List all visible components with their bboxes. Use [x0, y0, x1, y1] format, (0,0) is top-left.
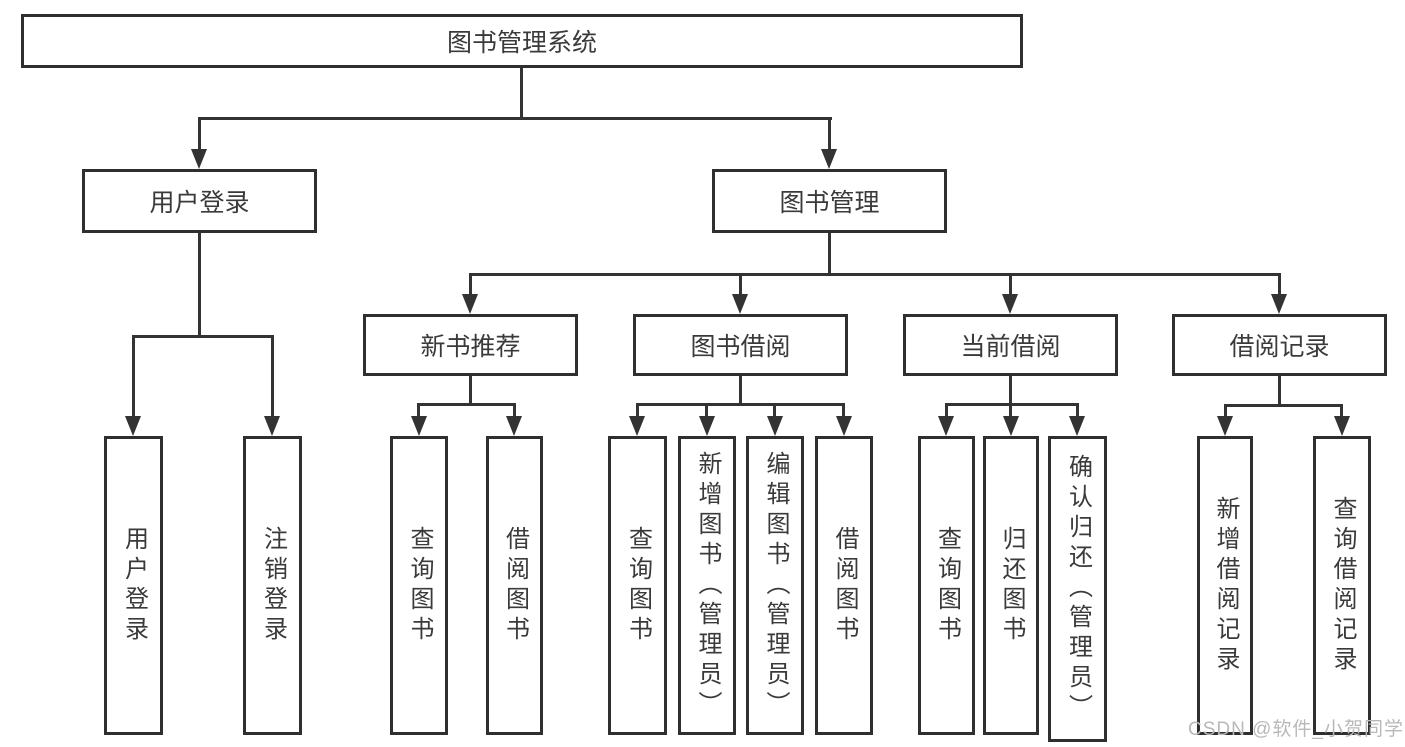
node-library-management-system: 图书管理系统	[21, 14, 1023, 68]
connector-line	[469, 273, 472, 296]
node-edit-books-admin: 编辑图书（管理员）	[746, 436, 804, 735]
arrow-down-icon	[506, 416, 522, 436]
arrow-down-icon	[1271, 294, 1287, 314]
arrow-down-icon	[1002, 294, 1018, 314]
node-logout-action: 注销登录	[243, 436, 302, 735]
connector-line	[842, 403, 845, 418]
node-label: 新增借阅记录	[1212, 495, 1239, 676]
arrow-down-icon	[699, 416, 715, 436]
node-query-books-borrowing: 查询图书	[608, 436, 667, 735]
connector-line	[1224, 404, 1227, 418]
node-label: 新书推荐	[420, 333, 521, 361]
connector-line	[1278, 376, 1281, 407]
connector-line	[636, 403, 639, 418]
node-label: 新增图书（管理员）	[694, 450, 721, 721]
node-label: 查询借阅记录	[1329, 495, 1356, 676]
connector-line	[1340, 404, 1343, 418]
connector-line	[271, 335, 274, 418]
arrow-down-icon	[938, 416, 954, 436]
node-label: 用户登录	[120, 525, 148, 646]
connector-line	[198, 117, 201, 149]
node-user-login: 用户登录	[82, 169, 317, 233]
connector-line	[417, 403, 516, 406]
node-add-books-admin: 新增图书（管理员）	[678, 436, 736, 735]
connector-line	[945, 403, 948, 418]
arrow-down-icon	[1003, 416, 1019, 436]
connector-line	[739, 273, 742, 296]
connector-line	[469, 376, 472, 406]
connector-line	[198, 117, 832, 120]
node-book-management: 图书管理	[712, 169, 947, 233]
node-book-borrowing: 图书借阅	[633, 314, 848, 376]
connector-line	[945, 403, 1079, 406]
node-label: 注销登录	[259, 525, 287, 646]
connector-line	[1009, 273, 1012, 296]
arrow-down-icon	[411, 416, 427, 436]
arrow-down-icon	[1217, 416, 1233, 436]
arrow-down-icon	[191, 149, 207, 169]
node-label: 查询图书	[406, 525, 433, 646]
node-label: 图书管理	[779, 189, 880, 217]
node-label: 查询图书	[933, 525, 961, 646]
connector-line	[132, 335, 274, 338]
node-borrowing-records: 借阅记录	[1172, 314, 1387, 376]
connector-line	[132, 335, 135, 418]
node-current-borrowing: 当前借阅	[903, 314, 1118, 376]
arrow-down-icon	[836, 416, 852, 436]
connector-line	[636, 403, 845, 406]
node-label: 图书管理系统	[446, 29, 597, 57]
node-query-borrow-record: 查询借阅记录	[1313, 436, 1371, 735]
connector-line	[773, 403, 776, 418]
node-query-books-current: 查询图书	[918, 436, 975, 735]
node-label: 确认归还（管理员）	[1064, 454, 1092, 724]
arrow-down-icon	[1334, 416, 1350, 436]
arrow-down-icon	[462, 294, 478, 314]
connector-line	[1076, 403, 1079, 418]
connector-line	[198, 233, 201, 338]
node-label: 图书借阅	[690, 333, 791, 361]
connector-line	[417, 403, 420, 418]
arrow-down-icon	[767, 416, 783, 436]
connector-line	[1009, 376, 1012, 406]
arrow-down-icon	[125, 416, 141, 436]
arrow-down-icon	[629, 416, 645, 436]
connector-line	[469, 273, 1280, 276]
node-label: 编辑图书（管理员）	[762, 450, 789, 721]
node-borrow-books: 借阅图书	[815, 436, 873, 735]
node-label: 查询图书	[624, 525, 652, 646]
arrow-down-icon	[821, 149, 837, 169]
connector-line	[520, 68, 523, 120]
node-query-books-recommend: 查询图书	[390, 436, 448, 735]
node-label: 归还图书	[998, 525, 1025, 646]
watermark: CSDN @软件_小贺同学	[1188, 719, 1404, 740]
node-new-book-recommendation: 新书推荐	[363, 314, 578, 376]
arrow-down-icon	[264, 416, 280, 436]
connector-line	[828, 233, 831, 276]
connector-line	[513, 403, 516, 418]
connector-line	[705, 403, 708, 418]
connector-line	[1009, 403, 1012, 418]
arrow-down-icon	[1069, 416, 1085, 436]
node-label: 当前借阅	[960, 333, 1061, 361]
node-label: 用户登录	[149, 189, 250, 217]
connector-line	[828, 117, 831, 149]
node-return-books: 归还图书	[983, 436, 1039, 735]
node-borrow-books-recommend: 借阅图书	[486, 436, 543, 735]
connector-line	[1224, 404, 1343, 407]
node-confirm-return-admin: 确认归还（管理员）	[1048, 436, 1107, 742]
node-label: 借阅图书	[501, 525, 529, 646]
node-add-borrow-record: 新增借阅记录	[1197, 436, 1253, 735]
node-label: 借阅图书	[831, 525, 858, 646]
node-user-login-action: 用户登录	[104, 436, 163, 735]
arrow-down-icon	[732, 294, 748, 314]
connector-line	[739, 376, 742, 406]
node-label: 借阅记录	[1229, 333, 1330, 361]
connector-line	[1278, 273, 1281, 296]
